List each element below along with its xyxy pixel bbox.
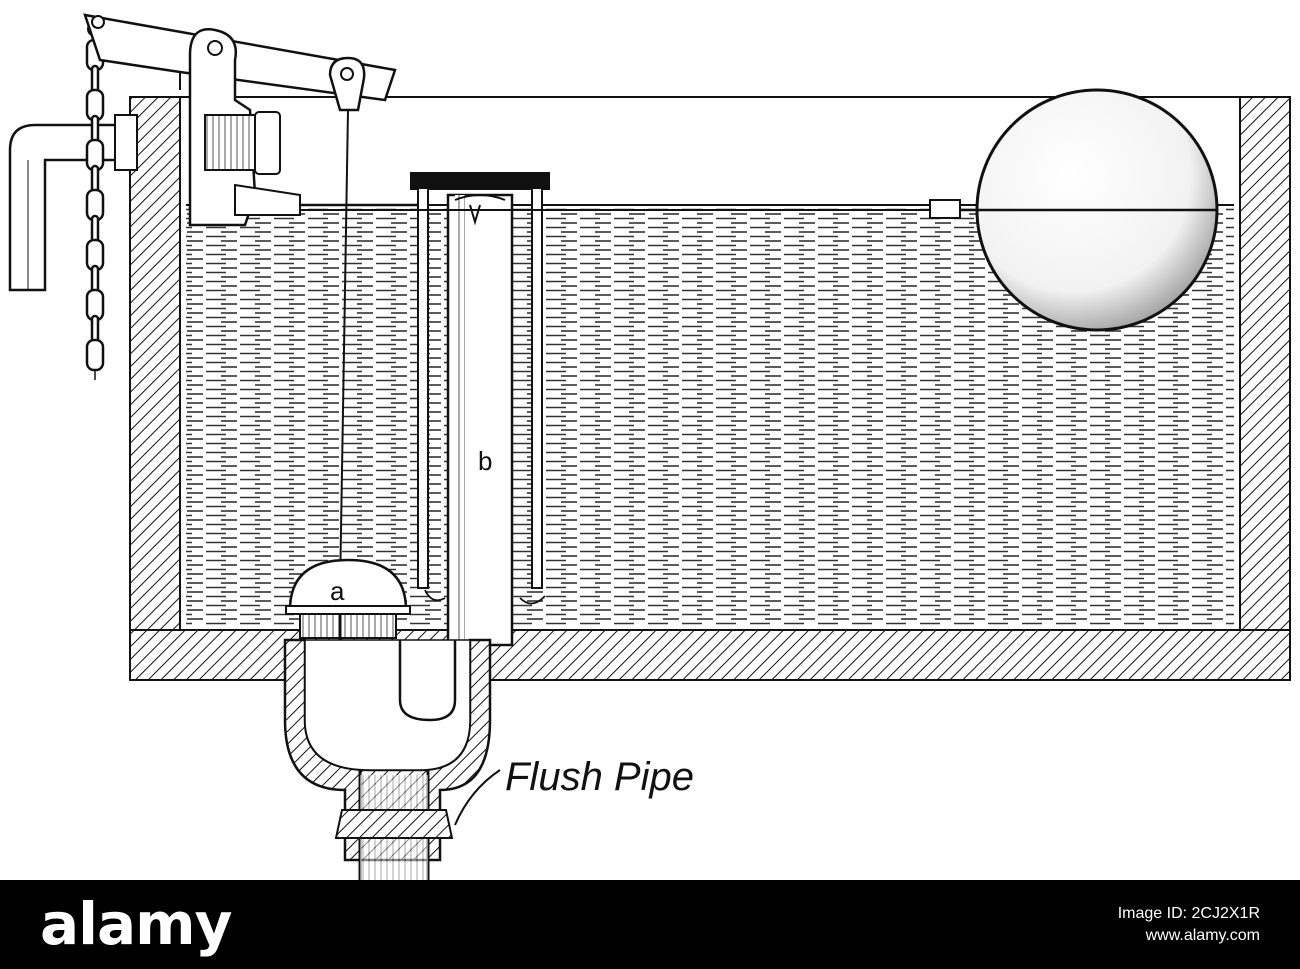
watermark-bar: alamy Image ID: 2CJ2X1R www.alamy.com bbox=[0, 880, 1300, 969]
flush-pipe-leader bbox=[454, 769, 501, 826]
tank-wall-right bbox=[1239, 96, 1291, 631]
valve-bracket bbox=[188, 28, 420, 227]
site-url: www.alamy.com bbox=[1145, 927, 1260, 944]
pull-rod-link bbox=[328, 56, 366, 112]
valve-pull-rod bbox=[339, 109, 349, 591]
tank-lining bbox=[179, 97, 1241, 631]
overflow-tube-label: b bbox=[478, 446, 492, 476]
overflow-tube: b bbox=[410, 172, 550, 647]
flush-tank-diagram: b a Flush Pipe bbox=[8, 13, 1291, 880]
outlet-trap bbox=[283, 638, 492, 880]
inlet-pipe bbox=[8, 114, 138, 292]
ball-float bbox=[300, 88, 1219, 332]
image-id: Image ID: 2CJ2X1R bbox=[1117, 905, 1260, 922]
tank-wall-left bbox=[129, 96, 181, 631]
valve-label: a bbox=[330, 576, 345, 606]
pipe-coupling bbox=[334, 809, 454, 839]
pull-chain bbox=[85, 21, 105, 380]
flush-pipe-label: Flush Pipe bbox=[505, 755, 694, 799]
alamy-logo: alamy bbox=[40, 890, 232, 958]
